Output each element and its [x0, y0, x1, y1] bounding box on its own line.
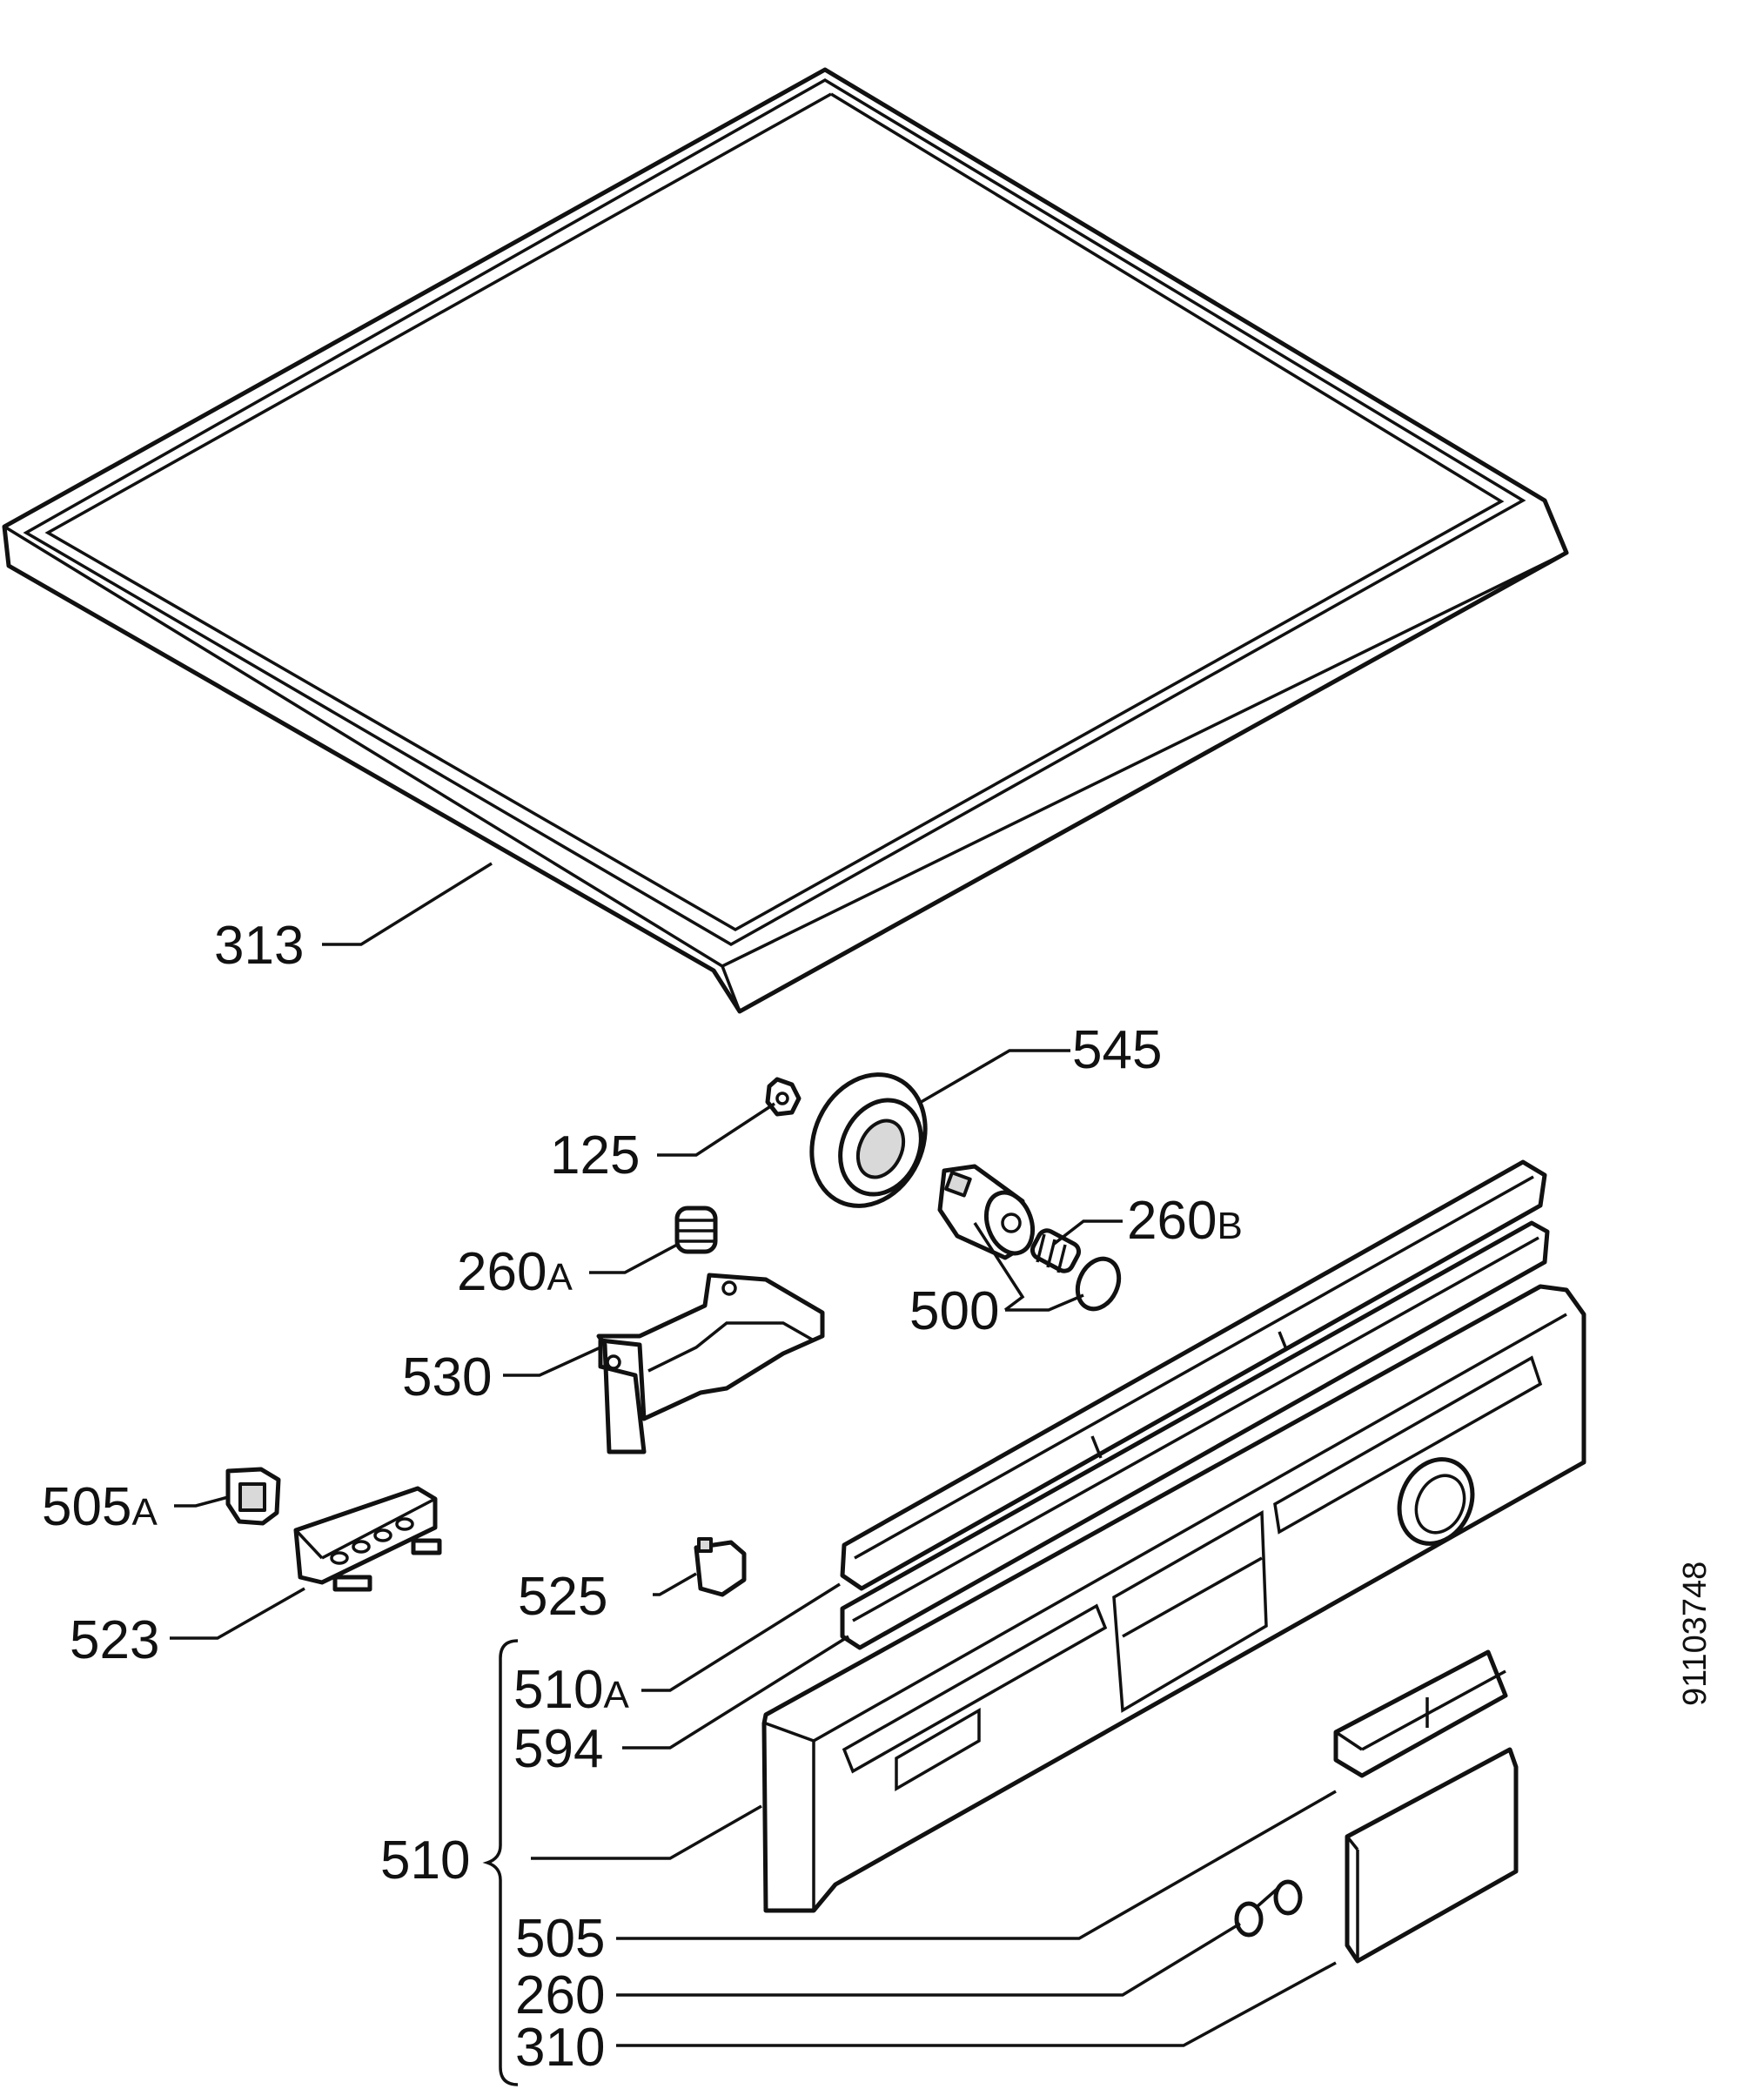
part-510-control-panel: [761, 1284, 1586, 1913]
part-260A-spring: [674, 1206, 718, 1254]
label-310: 310: [515, 2018, 605, 2078]
label-545: 545: [1072, 1020, 1162, 1080]
label-510A: 510A: [513, 1660, 629, 1720]
part-500-disc: [1075, 1256, 1122, 1312]
part-525-button: [694, 1537, 747, 1597]
part-523-light-guide: [293, 1486, 442, 1592]
part-510A-trim-strip: [840, 1159, 1547, 1591]
part-260B-spring: [1030, 1228, 1082, 1273]
label-594: 594: [513, 1719, 603, 1779]
part-313-top-cover: [2, 67, 1569, 1014]
part-260-spring: [1234, 1879, 1303, 1938]
label-313: 313: [214, 916, 304, 976]
part-500-switch: [937, 1164, 1036, 1260]
part-labels: 313 545 125 260B 260A 500 530 505A 525 5…: [42, 916, 1243, 2078]
drawing-reference-number: 91103748: [1677, 1562, 1714, 1706]
label-510: 510: [380, 1830, 470, 1891]
label-260B: 260B: [1127, 1191, 1243, 1251]
part-594-strip: [840, 1220, 1550, 1650]
part-505-flap-bracket: [1333, 1649, 1508, 1778]
label-525: 525: [518, 1567, 607, 1627]
leader-lines: [170, 862, 1337, 2086]
part-310-flap: [1345, 1747, 1519, 1964]
label-260: 260: [515, 1965, 605, 2025]
label-530: 530: [402, 1347, 492, 1407]
part-125-nut: [765, 1077, 802, 1117]
label-505: 505: [515, 1909, 605, 1969]
label-125: 125: [550, 1125, 640, 1186]
part-505A-clip: [225, 1467, 281, 1526]
label-500: 500: [909, 1281, 999, 1341]
part-530-bracket: [596, 1273, 825, 1454]
label-523: 523: [70, 1610, 159, 1670]
label-260A: 260A: [457, 1242, 573, 1302]
part-545-knob-housing: [809, 1072, 928, 1208]
label-505A: 505A: [42, 1477, 158, 1537]
